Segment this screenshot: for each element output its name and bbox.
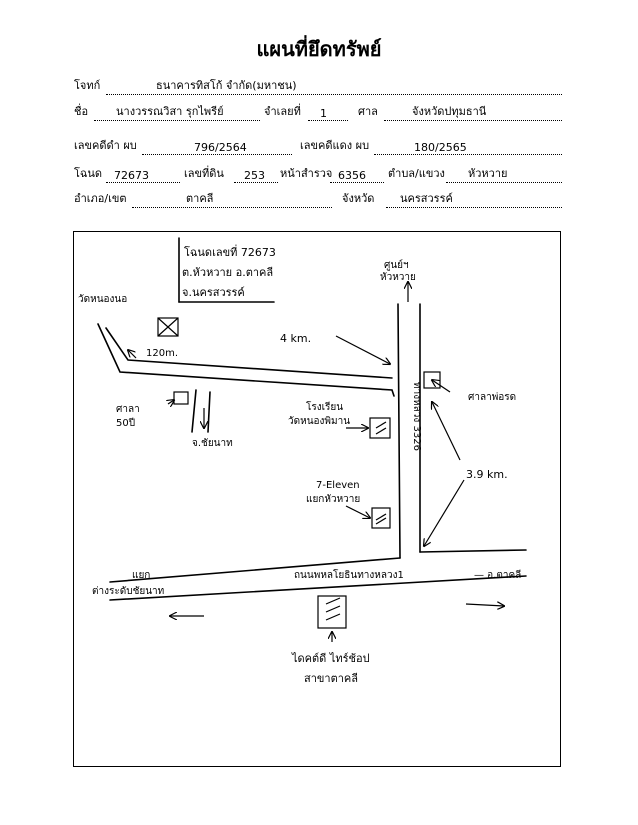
plaintiff-value: ธนาคารทิสโก้ จำกัด(มหาชน)	[156, 79, 297, 92]
dotted-line	[142, 154, 292, 155]
arrow-39km-down	[424, 479, 465, 546]
black-case-value: 796/2564	[194, 141, 247, 154]
label-highway-3326: ทางหลวง 3326	[411, 382, 422, 451]
district-value: ตาคลี	[186, 192, 214, 205]
defendant-row: ชื่อ นางวรรณวิสา รุกไพรีย์ จำเลยที่ 1 ศา…	[74, 104, 562, 124]
upper-road	[97, 323, 395, 397]
arrow-39km-up	[432, 402, 461, 461]
label-takhli: — อ.ตาคลี	[474, 569, 521, 581]
dotted-line	[384, 120, 562, 121]
dotted-line	[132, 207, 332, 208]
highway-3326-left	[397, 303, 401, 559]
province-value: นครสวรรค์	[400, 192, 453, 205]
dotted-line	[308, 120, 348, 121]
label-39km: 3.9 km.	[466, 468, 508, 481]
subdistrict-value: หัวหวาย	[468, 167, 508, 180]
label-school-line2: วัดหนองพิมาน	[288, 416, 350, 427]
subdistrict-label: ตำบล/แขวง	[388, 167, 445, 180]
label-wat-nong-nor: วัดหนองนอ	[78, 294, 127, 305]
property-marker	[157, 317, 179, 337]
district-row: อำเภอ/เขต ตาคลี จังหวัด นครสวรรค์	[74, 191, 562, 211]
label-interchange-line1: แยก	[132, 570, 150, 581]
arrow-4km	[335, 335, 390, 364]
defendant-value: นางวรรณวิสา รุกไพรีย์	[116, 105, 224, 118]
label-salaa-porod: ศาลาพ่อรด	[468, 392, 516, 403]
salaa-50-building	[173, 391, 189, 405]
tire-shop-building	[317, 595, 347, 629]
label-tire-shop-line1: ไดคต์ดี ไทร์ช้อป	[291, 652, 370, 665]
map-frame: โฉนดเลขที่ 72673 ต.หัวหวาย อ.ตาคลี จ.นคร…	[73, 231, 561, 767]
black-case-label: เลขคดีดำ ผบ	[74, 139, 137, 152]
deed-row: โฉนด 72673 เลขที่ดิน 253 หน้าสำรวจ 6356 …	[74, 166, 562, 186]
label-4km: 4 km.	[280, 332, 311, 345]
label-interchange-line2: ต่างระดับชัยนาท	[92, 586, 164, 597]
court-value: จังหวัดปทุมธานี	[412, 105, 487, 118]
main-road-top-right	[419, 549, 527, 553]
plaintiff-label: โจทก์	[74, 79, 101, 92]
arrow-7eleven	[345, 505, 370, 518]
case-number-row: เลขคดีดำ ผบ 796/2564 เลขคดีแดง ผบ 180/25…	[74, 138, 562, 158]
label-school-line1: โรงเรียน	[306, 400, 343, 413]
court-label: ศาล	[358, 105, 378, 118]
label-center-line2: หัวหวาย	[380, 272, 416, 283]
upper-road-edge	[105, 327, 393, 379]
label-tire-shop-line2: สาขาตาคลี	[304, 672, 358, 685]
survey-value: 6356	[338, 169, 366, 182]
label-center-line1: ศูนย์ฯ	[384, 259, 409, 271]
document-title: แผนที่ยึดทรัพย์	[256, 37, 382, 61]
side-road	[207, 391, 211, 433]
arrow-east	[465, 604, 504, 606]
dotted-line	[386, 207, 562, 208]
deed-label: โฉนด	[74, 167, 103, 180]
arrow-salaa	[432, 380, 451, 393]
district-label: อำเภอ/เขต	[74, 192, 127, 205]
label-7eleven-line1: 7-Eleven	[316, 480, 360, 491]
location-map: โฉนดเลขที่ 72673 ต.หัวหวาย อ.ตาคลี จ.นคร…	[78, 237, 527, 685]
survey-label: หน้าสำรวจ	[280, 167, 333, 180]
label-main-road: ถนนพหลโยธินทางหลวง1	[294, 568, 404, 581]
deed-note-line1: โฉนดเลขที่ 72673	[184, 244, 276, 259]
plaintiff-row: โจทก์ ธนาคารทิสโก้ จำกัด(มหาชน)	[74, 78, 562, 98]
defendant-label: ชื่อ	[74, 105, 89, 118]
main-road-bottom	[109, 575, 527, 601]
dotted-line	[374, 154, 562, 155]
dotted-line	[94, 120, 260, 121]
defendant-no-label: จำเลยที่	[264, 105, 301, 118]
red-case-label: เลขคดีแดง ผบ	[300, 139, 370, 152]
deed-value: 72673	[114, 169, 149, 182]
main-road-top	[109, 557, 401, 583]
land-no-label: เลขที่ดิน	[184, 167, 224, 180]
arrow-salaa-50	[168, 400, 174, 404]
side-road	[191, 389, 197, 433]
dotted-line	[106, 94, 562, 95]
dotted-line	[446, 182, 562, 183]
dotted-line	[234, 182, 278, 183]
label-7eleven-line2: แยกหัวหวาย	[306, 494, 360, 505]
seven-eleven-building	[371, 507, 391, 529]
deed-note-line3: จ.นครสวรรค์	[182, 286, 245, 299]
label-120m: 120m.	[146, 348, 178, 359]
dotted-line	[106, 182, 180, 183]
school-building	[369, 417, 391, 439]
province-label: จังหวัด	[342, 192, 375, 205]
red-case-value: 180/2565	[414, 141, 467, 154]
deed-note-line2: ต.หัวหวาย อ.ตาคลี	[182, 266, 273, 279]
dotted-line	[330, 182, 384, 183]
defendant-no-value: 1	[320, 107, 327, 120]
label-salaa-50-line1: ศาลา	[116, 404, 140, 415]
label-chainat: จ.ชัยนาท	[192, 438, 233, 449]
arrow-120m	[128, 350, 137, 359]
label-salaa-50-line2: 50ปี	[116, 417, 135, 429]
land-no-value: 253	[244, 169, 265, 182]
